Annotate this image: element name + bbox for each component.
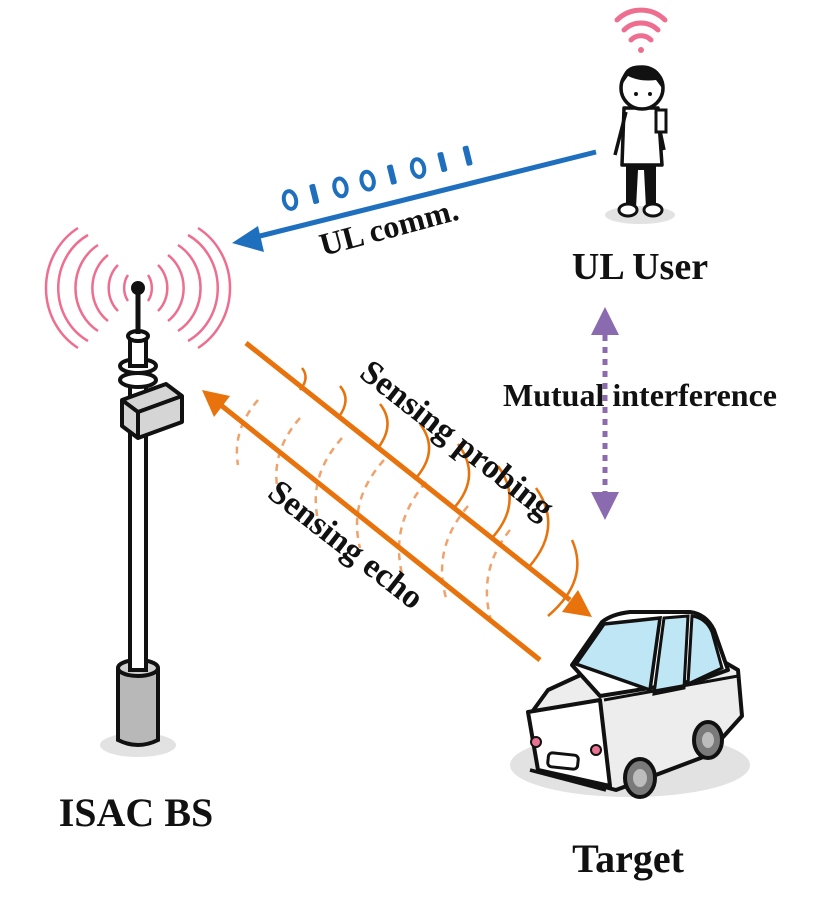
user-person-icon xyxy=(605,65,675,224)
wifi-signal-icon xyxy=(614,7,668,53)
sensing-echo-arrow xyxy=(202,390,542,662)
target-label: Target xyxy=(572,836,685,881)
ul-comm-arrow xyxy=(232,149,597,252)
sensing-echo-label: Sensing echo xyxy=(261,473,430,617)
mutual-interference-label: Mutual interference xyxy=(503,377,777,413)
bit-sequence xyxy=(281,145,473,211)
car-icon xyxy=(510,610,750,799)
sensing-probing-arrow xyxy=(244,341,592,617)
ul-user-label: UL User xyxy=(572,246,708,288)
isac-bs-label: ISAC BS xyxy=(59,790,214,835)
radiation-waves-icon xyxy=(44,226,232,350)
interference-arrow xyxy=(591,307,619,520)
antenna-tower-icon xyxy=(100,281,184,757)
